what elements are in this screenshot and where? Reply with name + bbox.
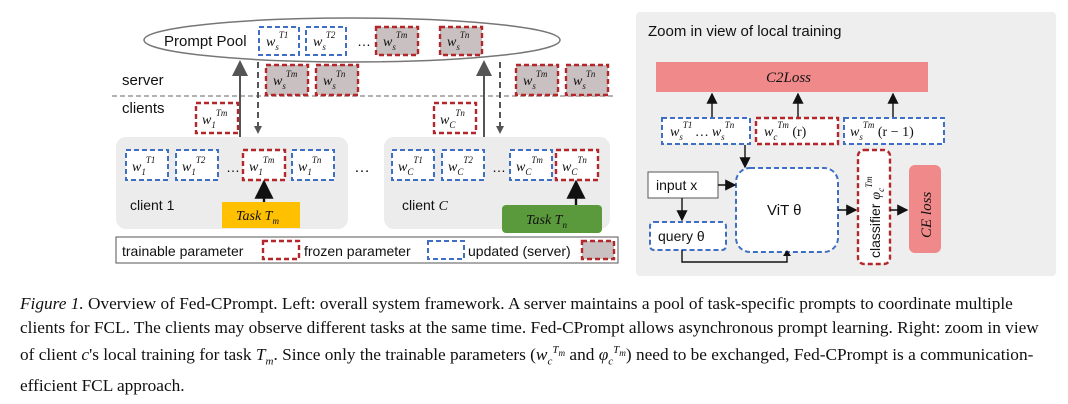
input-label: input x [656,177,697,193]
legend-trainable-swatch [261,239,301,261]
upload-prompt-client1 [194,101,240,135]
previous-server-prompt-box [843,117,945,145]
figure-caption: Figure 1. Overview of Fed-CPrompt. Left:… [20,292,1050,397]
pool-prompt-t2 [305,26,347,56]
trainable-prompt-box [754,116,840,146]
ce-loss-label: CE loss [919,192,935,238]
clientc-prompt-tm [509,149,553,181]
clients-label: clients [122,100,165,117]
pool-prompt-tn [438,25,484,57]
caption-figure-label: Figure 1. [20,294,84,313]
pool-prompt-t1 [258,26,300,56]
ce-loss-box [909,165,941,253]
classifier-box [856,148,892,266]
clients-ellipsis: … [354,159,370,176]
upload-prompt-clientc [432,101,478,135]
local-training-title: Zoom in view of local training [648,23,841,40]
c2loss-label: C2Loss [766,70,811,86]
query-label: query θ [658,228,705,244]
query-to-vit-arrowhead [783,250,791,256]
client1-ellipsis: … [226,159,240,175]
legend-frozen-label: frozen parameter [304,243,411,259]
pool-prompt-ellipsis: … [357,33,371,49]
frozen-prompts-box [661,117,751,145]
prompt-pool-label: Prompt Pool [164,33,247,50]
clientc-task-badge [502,205,602,233]
c2loss-box [656,62,928,92]
client1-download-arrowhead [254,126,262,134]
caption-text: Overview of Fed-CPrompt. Left: overall s… [20,294,1039,395]
server-updated-prompt-tm-1 [264,63,310,97]
clientc-ellipsis: … [492,159,506,175]
server-updated-prompt-tn-1 [314,63,360,97]
input-box [647,171,719,199]
legend-frozen-swatch [427,240,465,260]
client1-prompt-tn [291,149,335,181]
client1-label: client 1 [130,197,175,213]
clientc-prompt-t2 [441,149,485,181]
server-updated-prompt-tm-2 [514,63,560,97]
client1-prompt-t2 [175,149,219,181]
clientc-task-label: Task Tn [526,213,567,230]
server-label: server [122,72,164,89]
clientc-prompt-t1 [391,149,435,181]
legend-box [115,236,619,264]
clientc-label: client C [402,197,449,214]
vit-label: ViT θ [767,202,801,219]
server-updated-prompt-tn-2 [564,63,610,97]
query-box [649,221,727,251]
client1-task-badge [222,202,300,228]
client1-prompt-t1 [125,149,169,181]
clientc-download-arrowhead [496,126,504,134]
legend-updated-swatch [580,239,616,261]
pool-prompt-tm [374,25,420,57]
legend-trainable-label: trainable parameter [122,243,244,259]
client1-task-label: Task Tm [236,209,279,226]
classifier-label: classifier φcTm [864,176,886,258]
query-to-vit-connector [681,250,788,263]
legend-updated-label: updated (server) [468,243,571,259]
